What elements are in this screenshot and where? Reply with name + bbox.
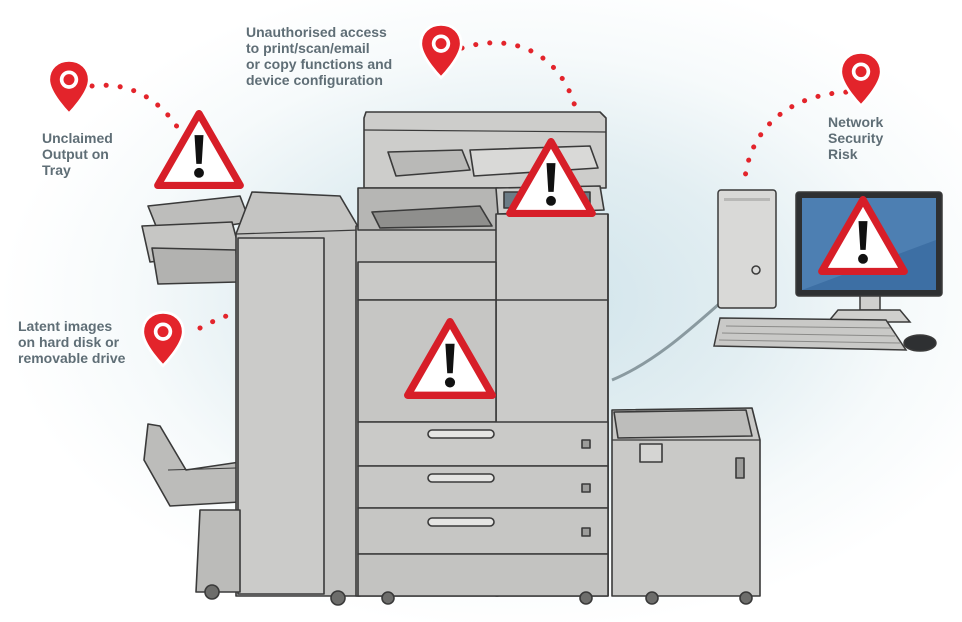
label-network-security-risk: Network Security Risk	[828, 114, 884, 162]
warning-triangle-icon	[158, 114, 241, 186]
location-pin-icon	[47, 58, 91, 116]
location-pin-icon	[419, 22, 463, 80]
label-unauthorised-access: Unauthorised access to print/scan/email …	[246, 24, 393, 88]
connector-access	[459, 40, 581, 123]
paper-drawer-1	[357, 421, 609, 467]
connector-latent	[197, 303, 401, 375]
paper-drawer-3	[357, 507, 609, 555]
pc-mouse	[903, 334, 937, 352]
desktop-computer	[611, 189, 943, 382]
connector-network	[742, 89, 863, 181]
pc-tower	[717, 189, 777, 309]
pc-keyboard	[713, 317, 908, 351]
paper-drawer-2	[357, 465, 609, 509]
label-latent-images: Latent images on hard disk or removable …	[18, 318, 126, 366]
location-pin-icon	[839, 50, 883, 108]
location-pin-icon	[141, 310, 185, 368]
label-unclaimed-output: Unclaimed Output on Tray	[42, 130, 113, 178]
